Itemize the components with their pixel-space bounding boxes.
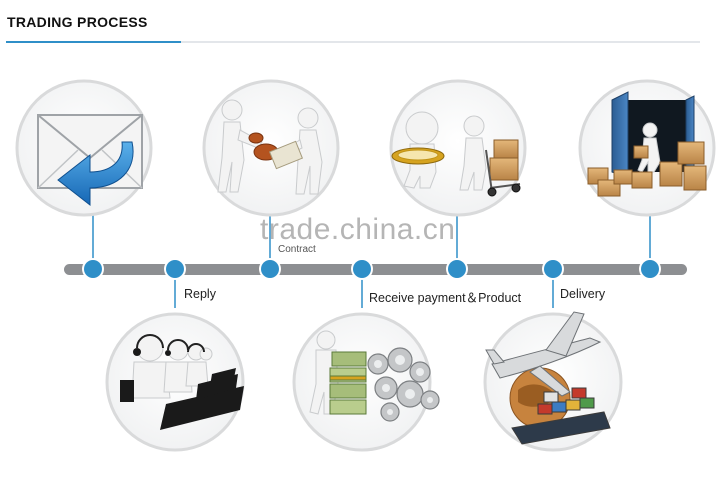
timeline-node bbox=[351, 258, 373, 280]
step-circle-contract bbox=[202, 79, 340, 217]
container-loading-icon bbox=[587, 91, 707, 197]
step-label-contract-fragment: Contract bbox=[278, 244, 316, 255]
step-label-delivery: Delivery bbox=[560, 287, 606, 301]
title-underline-accent bbox=[6, 41, 181, 43]
timeline-node bbox=[259, 258, 281, 280]
airplane-ship-icon bbox=[485, 311, 611, 445]
handshake-contract-icon bbox=[217, 99, 323, 195]
step-circle-loading bbox=[578, 79, 716, 217]
step-circle-reply bbox=[105, 312, 245, 452]
step-circle-inspection bbox=[389, 79, 527, 217]
call-center-icon bbox=[120, 334, 244, 430]
timeline-node bbox=[446, 258, 468, 280]
step-circle-payment bbox=[292, 312, 440, 452]
step-circle-inquiry bbox=[15, 79, 153, 217]
timeline-node bbox=[639, 258, 661, 280]
title-underline bbox=[6, 41, 700, 43]
timeline-nodes bbox=[82, 258, 661, 280]
envelope-reply-icon bbox=[37, 114, 143, 207]
step-label-reply: Reply bbox=[184, 287, 216, 301]
money-gears-icon bbox=[309, 330, 440, 422]
timeline-node bbox=[542, 258, 564, 280]
inspection-magnifier-icon bbox=[391, 111, 521, 197]
timeline-node bbox=[164, 258, 186, 280]
connector-stems bbox=[92, 212, 651, 308]
watermark-text: trade.china.cn bbox=[260, 213, 456, 246]
timeline-node bbox=[82, 258, 104, 280]
timeline-bar bbox=[64, 264, 687, 275]
step-label-payment: Receive payment＆Product bbox=[369, 291, 522, 305]
step-circle-delivery bbox=[483, 311, 623, 452]
page-title: TRADING PROCESS bbox=[7, 14, 148, 30]
